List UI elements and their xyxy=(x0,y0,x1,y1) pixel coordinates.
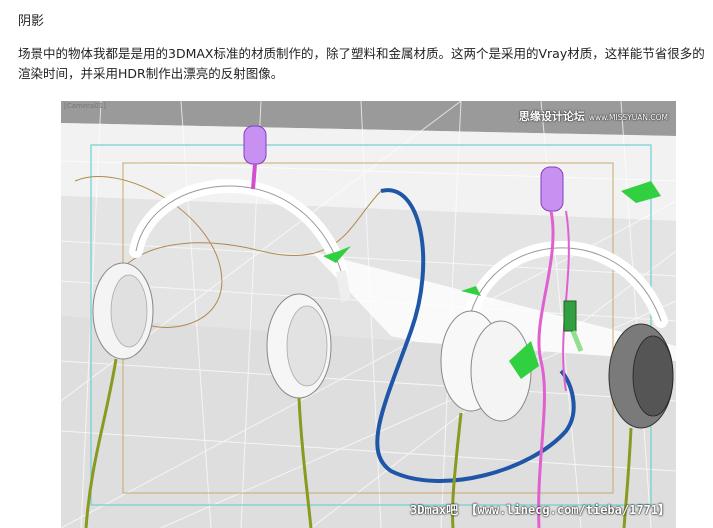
watermark-top-url: www.MISSYUAN.COM xyxy=(588,113,668,122)
section-heading: 阴影 xyxy=(18,14,45,29)
headphones-wireframe-scene xyxy=(61,101,676,528)
article-paragraph: 场景中的物体我都是是用的3DMAX标准的材质制作的，除了塑料和金属材质。这两个是… xyxy=(18,46,705,81)
watermark-top-text: 思缘设计论坛 xyxy=(518,110,585,123)
watermark-bottom: 3Dmax吧 【www.linecg.com/tieba/1771】 xyxy=(410,503,670,517)
viewport-label: [Camera01] xyxy=(64,102,106,110)
